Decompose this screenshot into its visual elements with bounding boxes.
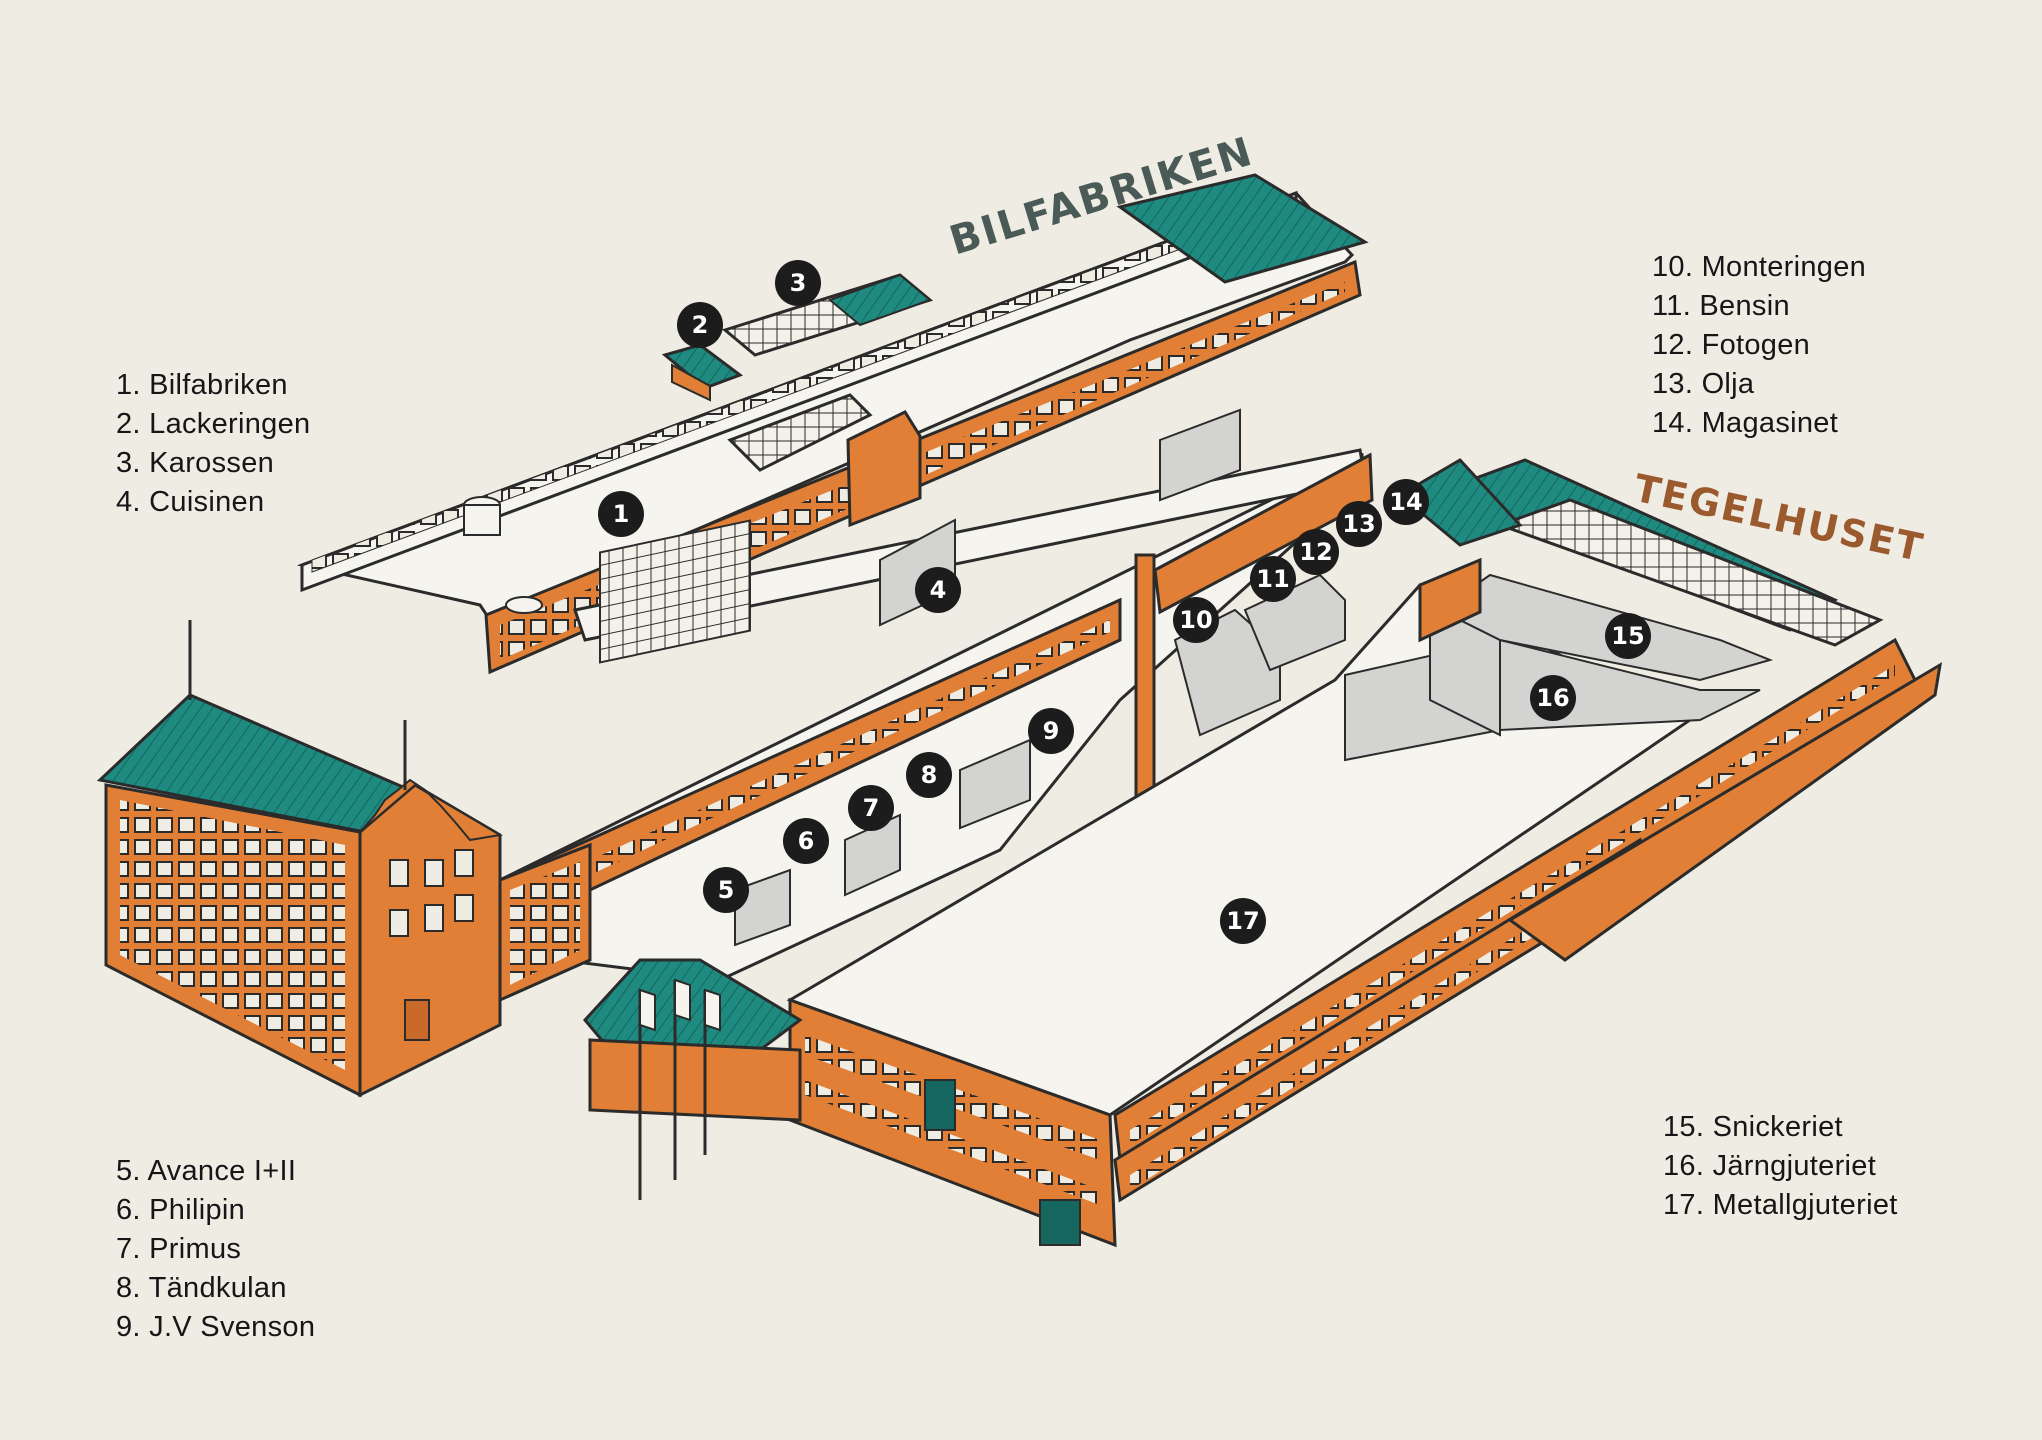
legend-item: 11. Bensin — [1652, 290, 1790, 322]
markers: 1 2 3 4 5 6 7 8 — [598, 260, 1651, 944]
marker-4[interactable]: 4 — [915, 567, 961, 613]
marker-6-label: 6 — [798, 827, 815, 855]
marker-16[interactable]: 16 — [1530, 675, 1576, 721]
marker-2[interactable]: 2 — [677, 302, 723, 348]
marker-13[interactable]: 13 — [1336, 501, 1382, 547]
legend-top-right: 10. Monteringen 11. Bensin 12. Fotogen 1… — [1652, 248, 1866, 443]
stepped-gable — [359, 778, 503, 842]
marker-12-label: 12 — [1299, 538, 1332, 566]
bilfabriken-roof-end — [1116, 173, 1369, 284]
marker-1[interactable]: 1 — [598, 491, 644, 537]
legend-item: 5. Avance I+II — [116, 1155, 297, 1187]
marker-6[interactable]: 6 — [783, 818, 829, 864]
marker-14[interactable]: 14 — [1383, 479, 1429, 525]
marker-4-label: 4 — [930, 576, 947, 604]
legend-item: 16. Järngjuteriet — [1663, 1150, 1877, 1182]
loading-ramp — [1507, 662, 1943, 962]
building-middle-complex — [497, 408, 1374, 982]
marker-1-label: 1 — [613, 500, 630, 528]
marker-16-label: 16 — [1536, 684, 1569, 712]
legend-bottom-right: 15. Snickeriet 16. Järngjuteriet 17. Met… — [1663, 1108, 1898, 1225]
marker-2-label: 2 — [692, 311, 709, 339]
marker-9[interactable]: 9 — [1028, 708, 1074, 754]
bilfabriken-gable — [846, 410, 922, 528]
legend-item: 17. Metallgjuteriet — [1663, 1189, 1898, 1221]
legend-top-left: 1. Bilfabriken 2. Lackeringen 3. Karosse… — [116, 366, 310, 522]
marker-7[interactable]: 7 — [848, 785, 894, 831]
marker-14-label: 14 — [1389, 488, 1422, 516]
marker-8[interactable]: 8 — [906, 752, 952, 798]
pergola — [727, 393, 873, 472]
magasinet-roof — [1397, 458, 1523, 547]
marker-7-label: 7 — [863, 794, 880, 822]
marker-15-label: 15 — [1611, 622, 1644, 650]
legend-item: 15. Snickeriet — [1663, 1111, 1843, 1143]
legend-item: 3. Karossen — [116, 447, 275, 479]
legend-item: 12. Fotogen — [1652, 329, 1811, 361]
marker-17[interactable]: 17 — [1220, 898, 1266, 944]
legend-item: 8. Tändkulan — [116, 1272, 287, 1304]
marker-9-label: 9 — [1043, 717, 1060, 745]
lackeringen-wall — [671, 363, 711, 402]
legend-item: 2. Lackeringen — [116, 408, 311, 440]
legend-item: 14. Magasinet — [1652, 407, 1839, 439]
marker-3-label: 3 — [790, 269, 807, 297]
marker-10[interactable]: 10 — [1173, 597, 1219, 643]
marker-3[interactable]: 3 — [775, 260, 821, 306]
legend-item: 1. Bilfabriken — [116, 369, 288, 401]
marker-8-label: 8 — [921, 761, 938, 789]
marker-15[interactable]: 15 — [1605, 613, 1651, 659]
marker-11-label: 11 — [1256, 565, 1289, 593]
legend-item: 6. Philipin — [116, 1194, 246, 1226]
building-tegelhuset — [583, 458, 1943, 1248]
marker-12[interactable]: 12 — [1293, 529, 1339, 575]
marker-11[interactable]: 11 — [1250, 556, 1296, 602]
marker-5-label: 5 — [718, 876, 735, 904]
marker-17-label: 17 — [1226, 907, 1259, 935]
legend-item: 9. J.V Svenson — [116, 1311, 316, 1343]
marker-13-label: 13 — [1342, 510, 1375, 538]
legend-item: 10. Monteringen — [1652, 251, 1867, 283]
legend-item: 4. Cuisinen — [116, 486, 265, 518]
legend-item: 7. Primus — [116, 1233, 242, 1265]
building-bilfabriken — [296, 173, 1369, 675]
building-left-house — [96, 620, 592, 1098]
skylight-roof-2 — [1495, 498, 1884, 647]
legend-item: 13. Olja — [1652, 368, 1755, 400]
marker-5[interactable]: 5 — [703, 867, 749, 913]
entrance-roof — [583, 958, 803, 1052]
legend-bottom-left: 5. Avance I+II 6. Philipin 7. Primus 8. … — [116, 1152, 315, 1347]
marker-10-label: 10 — [1179, 606, 1212, 634]
